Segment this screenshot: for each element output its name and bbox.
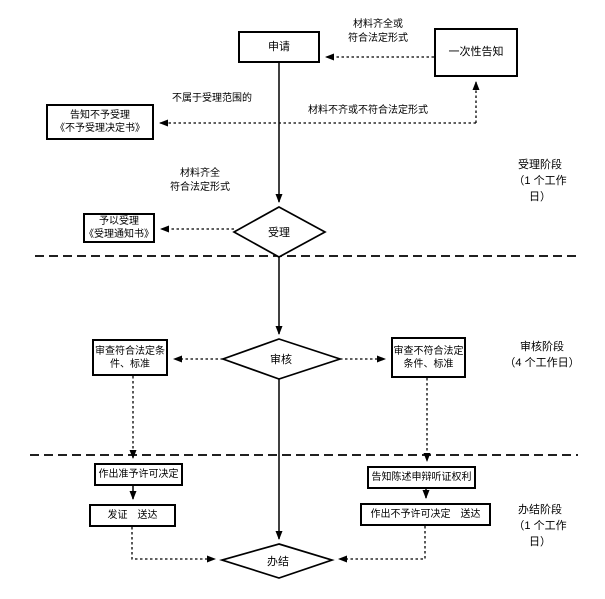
- one-time-notice-box: 一次性告知: [434, 28, 518, 77]
- top-condition-line2: 符合法定形式: [348, 33, 408, 44]
- edge-issue-to-complete: [131, 527, 216, 563]
- complete-form-line1: 材料齐全: [180, 168, 220, 179]
- stage3-line2: （1 个工作: [513, 520, 567, 532]
- apply-box: 申请: [238, 31, 320, 63]
- complete-form-line2: 符合法定形式: [170, 182, 230, 193]
- accept-notice-line1: 予以受理: [99, 216, 139, 227]
- stage1-line3: 日）: [529, 191, 551, 203]
- grant-decision-label: 作出准予许可决定: [98, 469, 179, 480]
- accept-diamond-label: 受理: [268, 227, 290, 239]
- review-pass-line2: 件、标准: [110, 358, 150, 370]
- stage1-label: 受理阶段 （1 个工作 日）: [498, 157, 582, 205]
- review-fail-box: 审查不符合法定 条件、标准: [391, 337, 466, 378]
- reject-notice-line2: 《不予受理决定书》: [55, 123, 145, 134]
- deny-deliver-box: 作出不予许可决定 送达: [360, 503, 491, 526]
- stage3-line1: 办结阶段: [518, 504, 562, 516]
- stage2-label: 审核阶段 （4 个工作日）: [490, 339, 594, 371]
- review-fail-line1: 审查不符合法定: [393, 345, 464, 357]
- accept-notice-box: 予以受理 《受理通知书》: [83, 213, 155, 243]
- incomplete-label: 材料不齐或不符合法定形式: [308, 105, 428, 116]
- review-pass-box: 审查符合法定条 件、标准: [92, 339, 168, 376]
- stage3-line3: 日）: [529, 536, 551, 548]
- complete-diamond-shape: [219, 543, 335, 579]
- stage3-label: 办结阶段 （1 个工作 日）: [498, 502, 582, 550]
- issue-deliver-label: 发证 送达: [107, 510, 158, 521]
- complete-diamond-label: 办结: [267, 556, 289, 568]
- accept-notice-line2: 《受理通知书》: [84, 229, 154, 240]
- top-condition-line1: 材料齐全或: [353, 19, 403, 30]
- issue-deliver-box: 发证 送达: [89, 504, 176, 527]
- review-diamond-shape: [220, 338, 343, 380]
- deny-deliver-label: 作出不予许可决定 送达: [370, 509, 481, 520]
- one-time-notice-label: 一次性告知: [448, 46, 504, 58]
- review-diamond-label: 审核: [270, 354, 292, 366]
- accept-diamond-shape: [232, 206, 327, 258]
- stage2-line1: 审核阶段: [520, 341, 564, 353]
- top-condition-label: 材料齐全或 符合法定形式: [336, 18, 420, 46]
- stage2-line2: （4 个工作日）: [504, 357, 580, 369]
- stage1-line1: 受理阶段: [518, 159, 562, 171]
- review-pass-line1: 审查符合法定条: [95, 345, 165, 357]
- complete-form-label: 材料齐全 符合法定形式: [164, 167, 236, 195]
- reject-notice-box: 告知不予受理 《不予受理决定书》: [46, 104, 154, 140]
- apply-label: 申请: [268, 40, 290, 53]
- out-of-scope-label: 不属于受理范围的: [172, 93, 252, 104]
- reject-notice-line1: 告知不予受理: [70, 110, 130, 121]
- hearing-notice-box: 告知陈述申辩听证权利: [367, 466, 476, 489]
- grant-decision-box: 作出准予许可决定: [94, 463, 183, 486]
- review-fail-line2: 条件、标准: [403, 358, 454, 370]
- edge-deny-to-complete: [338, 526, 426, 563]
- stage1-line2: （1 个工作: [513, 175, 567, 187]
- hearing-notice-label: 告知陈述申辩听证权利: [371, 472, 472, 483]
